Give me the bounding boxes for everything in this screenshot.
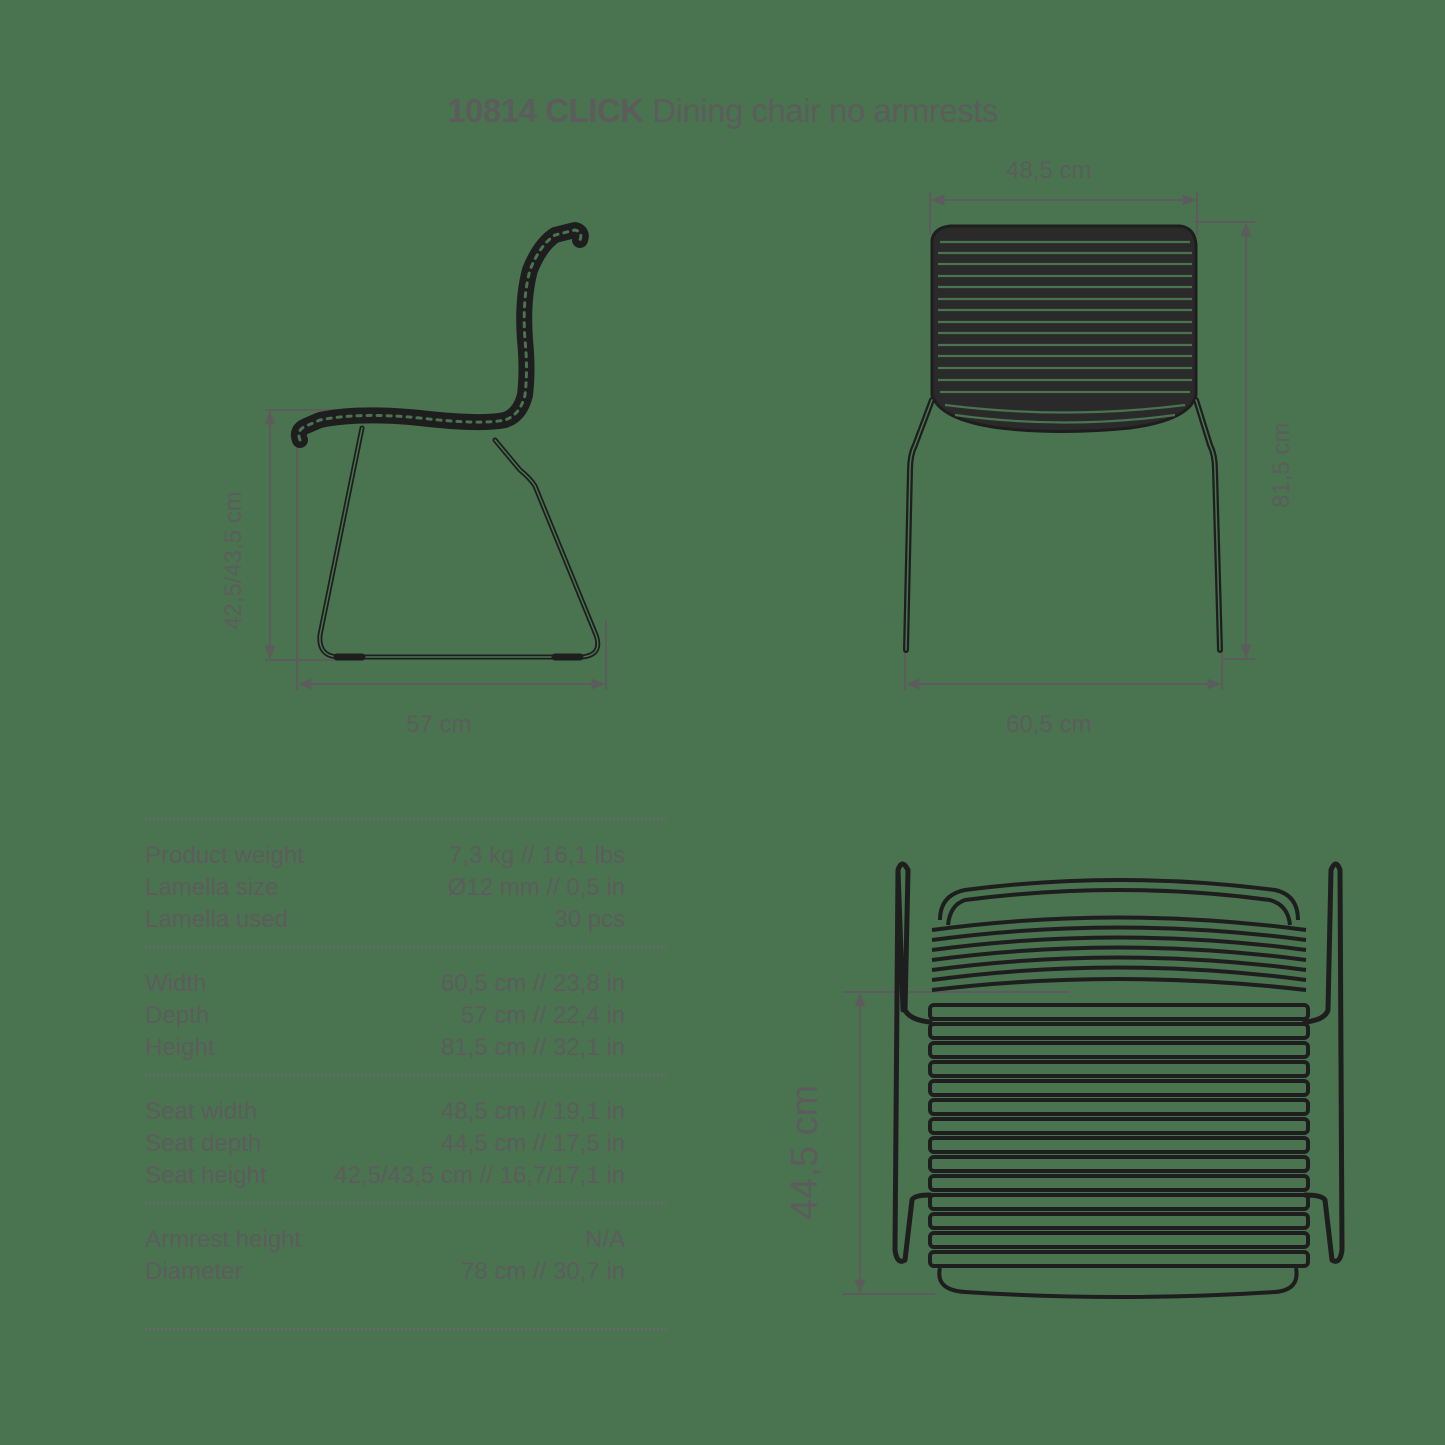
- spec-label: Armrest height: [145, 1226, 302, 1253]
- spec-row: Diameter 78 cm // 30,7 in: [145, 1256, 667, 1288]
- top-view-drawing: [842, 861, 1345, 1299]
- side-depth-label: 57 cm: [406, 711, 472, 738]
- spec-value: Ø12 mm // 0,5 in: [447, 874, 625, 901]
- spec-row: Seat height 42,5/43,5 cm // 16,7/17,1 in: [145, 1160, 667, 1192]
- side-dimension-lines: [264, 409, 607, 690]
- spec-label: Seat width: [145, 1098, 258, 1125]
- spec-label: Height: [145, 1034, 215, 1061]
- spec-value: 42,5/43,5 cm // 16,7/17,1 in: [334, 1162, 625, 1189]
- spec-row: Lamella size Ø12 mm // 0,5 in: [145, 872, 667, 904]
- divider: [145, 1074, 667, 1076]
- top-seat-lamellas: [928, 1003, 1310, 1268]
- spec-group-seat: Seat width 48,5 cm // 19,1 in Seat depth…: [145, 1076, 667, 1202]
- spec-row: Seat width 48,5 cm // 19,1 in: [145, 1096, 667, 1128]
- spec-label: Product weight: [145, 842, 304, 869]
- side-frame: [317, 425, 601, 661]
- front-backrest: [930, 224, 1198, 433]
- spec-value: 44,5 cm // 17,5 in: [440, 1130, 625, 1157]
- spec-row: Width 60,5 cm // 23,8 in: [145, 968, 667, 1000]
- spec-value: 78 cm // 30,7 in: [460, 1258, 625, 1285]
- side-view-drawing: [264, 222, 607, 690]
- spec-row: Height 81,5 cm // 32,1 in: [145, 1032, 667, 1064]
- top-seat-depth-label: 44,5 cm: [784, 1084, 826, 1220]
- spec-group-dimensions: Width 60,5 cm // 23,8 in Depth 57 cm // …: [145, 948, 667, 1074]
- spec-label: Depth: [145, 1002, 210, 1029]
- front-seat-width-label: 48,5 cm: [1006, 157, 1092, 184]
- spec-label: Lamella used: [145, 906, 288, 933]
- top-front-rail: [937, 1267, 1299, 1299]
- spec-label: Seat depth: [145, 1130, 262, 1157]
- side-seat-height-label: 42,5/43,5 cm: [220, 491, 247, 630]
- spec-value: 7,3 kg // 16,1 lbs: [448, 842, 625, 869]
- spec-value: 60,5 cm // 23,8 in: [440, 970, 625, 997]
- spec-value: 81,5 cm // 32,1 in: [440, 1034, 625, 1061]
- spec-value: 30 pcs: [554, 906, 625, 933]
- spec-table: Product weight 7,3 kg // 16,1 lbs Lamell…: [145, 818, 667, 1330]
- product-code: 10814 CLICK: [447, 92, 644, 129]
- divider: [145, 1202, 667, 1204]
- side-lamella-band: [290, 222, 589, 448]
- spec-group-other: Armrest height N/A Diameter 78 cm // 30,…: [145, 1204, 667, 1328]
- spec-row: Lamella used 30 pcs: [145, 904, 667, 936]
- spec-row: Seat depth 44,5 cm // 17,5 in: [145, 1128, 667, 1160]
- divider: [145, 1328, 667, 1330]
- product-title: 10814 CLICK Dining chair no armrests: [0, 92, 1445, 130]
- spec-value: 57 cm // 22,4 in: [460, 1002, 625, 1029]
- spec-label: Lamella size: [145, 874, 279, 901]
- spec-value: N/A: [584, 1226, 625, 1253]
- spec-label: Diameter: [145, 1258, 243, 1285]
- spec-group-material: Product weight 7,3 kg // 16,1 lbs Lamell…: [145, 820, 667, 946]
- top-side-runners: [892, 861, 1345, 1264]
- front-width-label: 60,5 cm: [1006, 711, 1092, 738]
- spec-value: 48,5 cm // 19,1 in: [440, 1098, 625, 1125]
- spec-row: Product weight 7,3 kg // 16,1 lbs: [145, 840, 667, 872]
- top-back-lamellas: [931, 915, 1307, 992]
- top-dimension-lines: [842, 991, 1070, 1295]
- spec-label: Width: [145, 970, 207, 997]
- front-legs: [903, 397, 1223, 653]
- spec-row: Depth 57 cm // 22,4 in: [145, 1000, 667, 1032]
- spec-label: Seat height: [145, 1162, 267, 1189]
- divider: [145, 946, 667, 948]
- spec-row: Armrest height N/A: [145, 1224, 667, 1256]
- front-view-drawing: [903, 192, 1255, 690]
- front-height-label: 81,5 cm: [1268, 422, 1295, 508]
- divider: [145, 818, 667, 820]
- top-back-rail: [938, 878, 1300, 926]
- product-description: Dining chair no armrests: [652, 92, 998, 129]
